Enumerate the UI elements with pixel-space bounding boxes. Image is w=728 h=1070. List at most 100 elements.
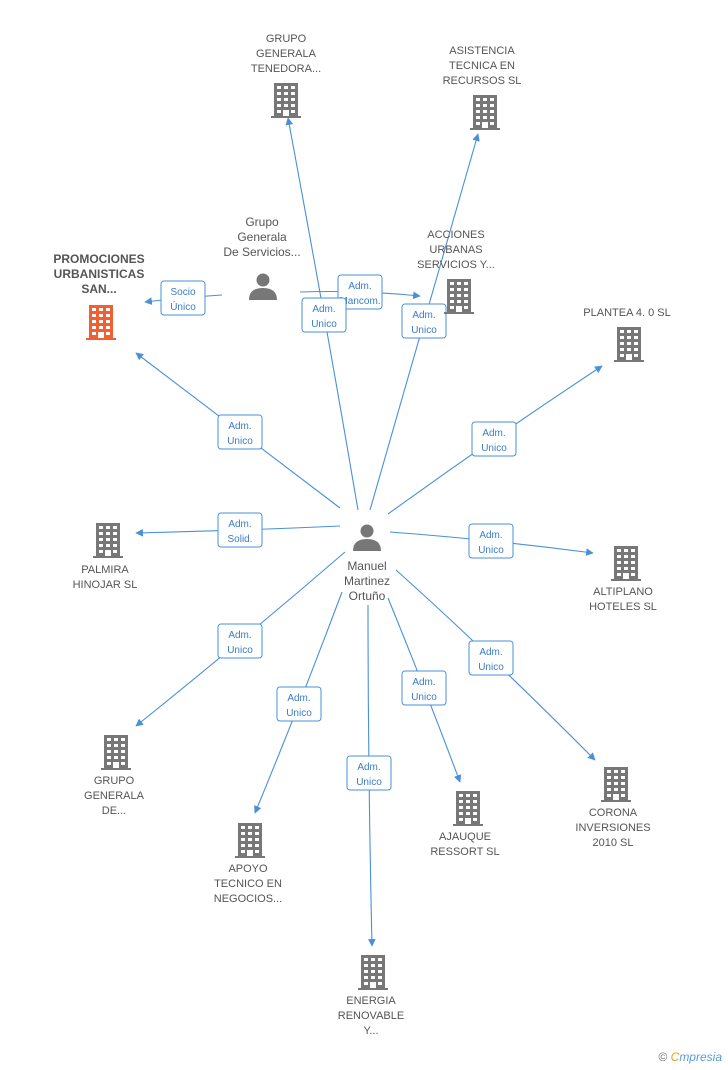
relation-label-text: Solid. xyxy=(227,534,252,545)
node-grupo-tenedora[interactable]: GRUPOGENERALATENEDORA... xyxy=(251,33,321,118)
node-plantea[interactable]: PLANTEA 4. 0 SL xyxy=(583,307,671,362)
relation-label[interactable]: Adm. Unico xyxy=(217,623,263,659)
relation-label[interactable]: Adm. Unico xyxy=(301,297,347,333)
relation-label[interactable]: Adm. Unico xyxy=(468,640,514,676)
node-label: SAN... xyxy=(81,282,116,296)
relation-label[interactable]: Adm. Unico xyxy=(276,686,322,722)
relation-label[interactable]: Adm. Unico xyxy=(401,303,447,339)
building-icon xyxy=(470,95,500,130)
node-label: PLANTEA 4. 0 SL xyxy=(583,307,670,319)
node-label: AJAUQUE xyxy=(439,831,491,843)
node-label: APOYO xyxy=(228,863,268,875)
relation-label-text: Unico xyxy=(227,645,253,656)
relation-label-box xyxy=(160,280,206,316)
relation-label-text: Unico xyxy=(311,319,337,330)
building-icon xyxy=(453,791,483,826)
relation-label[interactable]: Adm.Unico xyxy=(468,523,514,559)
node-label: Grupo xyxy=(245,215,279,229)
node-label: PROMOCIONES xyxy=(53,252,144,266)
node-label: URBANISTICAS xyxy=(54,267,145,281)
node-label: CORONA xyxy=(589,807,638,819)
relation-label-text: Unico xyxy=(286,708,312,719)
copyright-icon: © xyxy=(658,1050,668,1064)
node-energia[interactable]: ENERGIARENOVABLEY... xyxy=(338,955,404,1037)
building-icon xyxy=(614,327,644,362)
relation-label[interactable]: Adm.Unico xyxy=(346,755,392,791)
node-promociones[interactable]: PROMOCIONESURBANISTICASSAN... xyxy=(53,252,145,340)
node-ajauque[interactable]: AJAUQUE RESSORT SL xyxy=(430,791,500,858)
relation-label-box xyxy=(337,274,383,310)
node-label: INVERSIONES xyxy=(575,822,650,834)
relation-label-box xyxy=(401,303,447,339)
relation-label-text: Unico xyxy=(478,662,504,673)
relation-label-text: Adm. xyxy=(412,677,435,688)
relation-label-text: Adm. xyxy=(312,304,335,315)
building-icon xyxy=(271,83,301,118)
relation-label[interactable]: Adm.Solid. xyxy=(217,512,263,548)
node-label: RECURSOS SL xyxy=(443,75,522,87)
relation-label-text: Adm. xyxy=(228,421,251,432)
node-grupo-de[interactable]: GRUPO GENERALA DE... xyxy=(84,735,145,817)
node-altiplano[interactable]: ALTIPLANO HOTELES SL xyxy=(589,546,657,613)
relation-label-text: Unico xyxy=(411,325,437,336)
building-icon xyxy=(86,305,116,340)
node-label: Ortuño xyxy=(349,589,386,603)
node-label: TECNICO EN xyxy=(214,878,282,890)
relation-label-text: Socio xyxy=(170,287,195,298)
building-icon xyxy=(444,279,474,314)
node-label: GENERALA xyxy=(84,790,145,802)
node-label: TENEDORA... xyxy=(251,63,321,75)
node-label: RENOVABLE xyxy=(338,1010,404,1022)
relation-label-text: Unico xyxy=(227,436,253,447)
node-label: NEGOCIOS... xyxy=(214,893,282,905)
node-label: ASISTENCIA xyxy=(449,45,515,57)
relation-label-box xyxy=(217,512,263,548)
relation-label-box xyxy=(468,523,514,559)
relation-label-box xyxy=(401,670,447,706)
relation-label-box xyxy=(217,414,263,450)
node-asistencia[interactable]: ASISTENCIA TECNICA EN RECURSOS SL xyxy=(443,45,522,130)
node-label: GRUPO xyxy=(94,775,135,787)
relation-label-text: Adm. xyxy=(479,647,502,658)
person-icon xyxy=(353,524,381,551)
node-label: Generala xyxy=(237,230,287,244)
node-label: URBANAS xyxy=(429,244,482,256)
relation-label-box xyxy=(468,640,514,676)
relation-label-text: Unico xyxy=(478,545,504,556)
relation-label-text: Adm. xyxy=(228,630,251,641)
building-icon xyxy=(601,767,631,802)
relation-label-text: Adm. xyxy=(357,762,380,773)
building-icon xyxy=(101,735,131,770)
footer-brand[interactable]: © Cmpresia xyxy=(658,1050,722,1064)
node-label: RESSORT SL xyxy=(430,846,499,858)
relation-label[interactable]: Adm.Unico xyxy=(401,670,447,706)
relation-label[interactable]: Adm. Unico xyxy=(471,421,517,457)
relation-label-text: Unico xyxy=(481,443,507,454)
node-label: HOTELES SL xyxy=(589,601,657,613)
node-label: TECNICA EN xyxy=(449,60,515,72)
node-apoyo[interactable]: APOYO TECNICO EN NEGOCIOS... xyxy=(214,823,282,905)
relation-label-text: Adm. xyxy=(482,428,505,439)
relation-label-text: Adm. xyxy=(287,693,310,704)
relation-label-text: Adm. xyxy=(412,310,435,321)
relation-label-text: Adm. xyxy=(348,281,371,292)
building-icon xyxy=(611,546,641,581)
person-icon xyxy=(249,273,277,300)
relation-label[interactable]: Adm. Unico xyxy=(217,414,263,450)
relation-label-box xyxy=(301,297,347,333)
relation-label[interactable]: Adm.Mancom. xyxy=(337,274,383,310)
relation-label-box xyxy=(346,755,392,791)
node-label: HINOJAR SL xyxy=(73,579,138,591)
node-label: Manuel xyxy=(347,559,386,573)
node-label: DE... xyxy=(102,805,126,817)
brand-name: mpresia xyxy=(679,1050,722,1064)
node-label: ALTIPLANO xyxy=(593,586,653,598)
node-label: ACCIONES xyxy=(427,229,484,241)
